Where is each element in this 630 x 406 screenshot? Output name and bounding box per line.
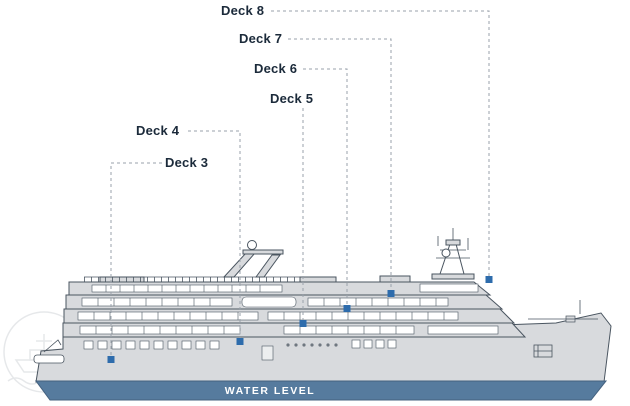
deck-4-marker <box>236 338 244 345</box>
deck-7-label: Deck 7 <box>239 31 283 46</box>
deck-7-marker <box>387 290 395 297</box>
deck-6-marker <box>343 305 351 312</box>
deck-8-marker <box>485 276 493 283</box>
deck-3-leader-line <box>110 162 162 356</box>
hull-windows <box>83 339 553 361</box>
deck-6-label: Deck 6 <box>254 61 298 76</box>
deck-4-label: Deck 4 <box>136 123 180 138</box>
radar-mast <box>431 228 475 280</box>
water-level-band: WATER LEVEL <box>35 380 608 401</box>
funnel-arch <box>222 240 284 278</box>
deck-7-leader-line <box>288 38 392 290</box>
deck-6-leader-line <box>303 68 348 305</box>
deck-8-leader-line <box>271 10 490 276</box>
deck-5-label: Deck 5 <box>270 91 314 106</box>
deck-markers <box>107 276 493 363</box>
deck-3-marker <box>107 356 115 363</box>
deck-8-label: Deck 8 <box>221 3 265 18</box>
deck-5-marker <box>299 320 307 327</box>
deck-3-label: Deck 3 <box>165 155 209 170</box>
superstructure-windows <box>77 283 499 335</box>
leader-lines <box>110 10 490 356</box>
water-level-label: WATER LEVEL <box>225 385 315 397</box>
